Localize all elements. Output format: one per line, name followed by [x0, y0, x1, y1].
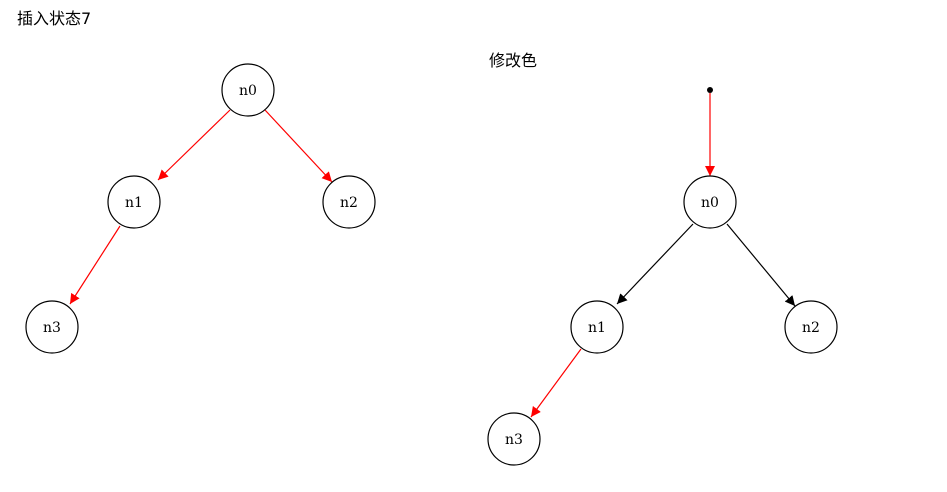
left-node-n3-circle	[25, 300, 79, 354]
left-node-n2-circle	[322, 175, 376, 229]
left-edge-n0-n2	[264, 109, 333, 183]
right-root-point	[707, 87, 713, 93]
right-node-n2-label: n2	[802, 320, 820, 336]
right-node-n0: n0	[683, 175, 737, 229]
right-edge-n0-n1	[616, 223, 694, 305]
left-edge-n0-n1	[157, 109, 231, 181]
right-node-n0-circle	[683, 175, 737, 229]
right-edge-n0-n2	[726, 223, 796, 307]
right-node-n3-label: n3	[505, 432, 523, 448]
left-node-n1: n1	[107, 175, 161, 229]
left-graph-edges	[69, 109, 333, 305]
right-edge-n1-n3	[530, 348, 582, 418]
left-node-n1-label: n1	[125, 195, 143, 211]
right-node-n2-circle	[784, 300, 838, 354]
right-node-n1-label: n1	[588, 320, 606, 336]
left-node-n3: n3	[25, 300, 79, 354]
right-graph-title: 修改色	[489, 51, 537, 70]
left-node-n3-label: n3	[43, 320, 61, 336]
right-node-n3-circle	[487, 412, 541, 466]
left-graph-title: 插入状态7	[17, 9, 91, 28]
right-node-n1: n1	[570, 300, 624, 354]
right-node-n3: n3	[487, 412, 541, 466]
right-node-n0-label: n0	[701, 195, 719, 211]
left-node-n0-circle	[221, 63, 275, 117]
right-node-n1-circle	[570, 300, 624, 354]
right-graph-edges	[530, 87, 796, 418]
left-node-n2-label: n2	[340, 195, 358, 211]
left-node-n1-circle	[107, 175, 161, 229]
left-node-n2: n2	[322, 175, 376, 229]
right-node-n2: n2	[784, 300, 838, 354]
left-node-n0: n0	[221, 63, 275, 117]
left-edge-n1-n3	[69, 225, 121, 305]
left-node-n0-label: n0	[239, 83, 257, 99]
